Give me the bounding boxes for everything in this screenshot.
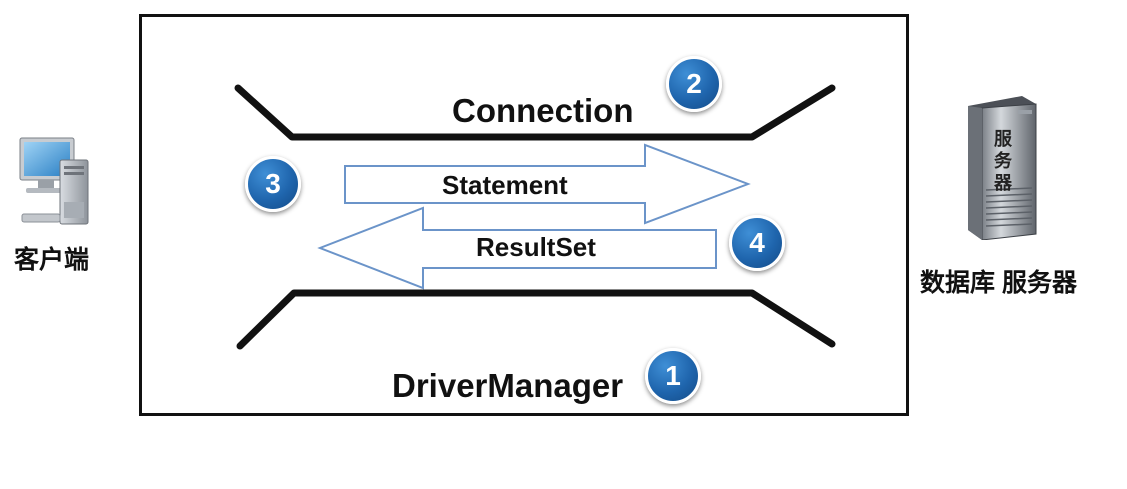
database-server-label: 数据库 服务器	[920, 269, 1077, 297]
diagram-frame	[139, 14, 909, 416]
resultset-label: ResultSet	[476, 232, 596, 262]
connection-label: Connection	[452, 92, 634, 129]
connection-pipe-bottom	[236, 289, 836, 350]
server-tower-icon	[968, 96, 1037, 240]
resultset-arrow	[317, 206, 717, 290]
step-badge-4: 4	[729, 215, 785, 271]
statement-label: Statement	[442, 170, 568, 200]
driver-manager-label: DriverManager	[392, 367, 624, 404]
statement-arrow	[344, 143, 751, 225]
step-badge-3: 3	[245, 156, 301, 212]
step-badge-1: 1	[645, 348, 701, 404]
server-icon-text: 服务器	[994, 129, 1012, 193]
step-badge-2: 2	[666, 56, 722, 112]
client-label: 客户端	[14, 246, 90, 274]
desktop-computer-icon	[19, 137, 89, 225]
connection-pipe-top	[234, 84, 836, 141]
